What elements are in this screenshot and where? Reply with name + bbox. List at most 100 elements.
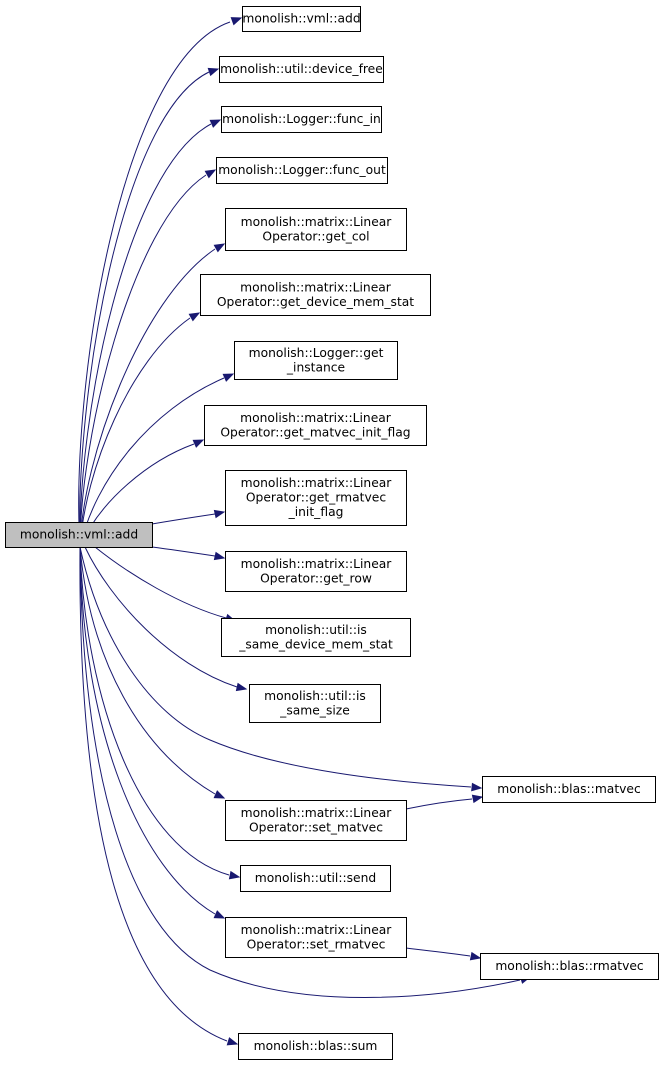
edge-arrowhead [471,782,483,792]
node-label-line: _init_flag [288,505,344,519]
edge-arrowhead [204,169,217,179]
edge-line [79,123,212,548]
node-label-line: Operator::get_col [262,229,369,243]
node-label-line: monolish::matrix::Linear [241,923,393,937]
node-sum[interactable]: monolish::blas::sum [238,1033,393,1060]
node-send[interactable]: monolish::util::send [240,865,391,892]
edge-arrowhead [209,119,222,128]
node-label-line: monolish::Logger::get [249,346,384,360]
call-edges [78,17,532,1046]
edge-line [79,174,207,548]
edge-arrowhead [207,67,220,77]
node-box [482,776,656,803]
node-func-out[interactable]: monolish::Logger::func_out [216,157,388,184]
node-box [225,800,407,841]
node-vml-add[interactable]: monolish::vml::add [242,6,361,32]
node-box [225,917,407,958]
node-label-line: _same_size [279,703,350,717]
edge-arrowhead [213,790,226,799]
node-box [242,6,361,32]
node-label-line: monolish::util::is [264,689,366,703]
edge-arrowhead [222,373,235,382]
edge-line [79,546,521,998]
edge-root-to-is_sdms [94,546,237,623]
node-label-line: Operator::set_matvec [249,820,383,834]
edge-line [79,546,216,915]
edge-arrowhead [228,870,241,880]
node-box [219,56,384,83]
node-func-in[interactable]: monolish::Logger::func_in [221,106,382,133]
node-get-inst[interactable]: monolish::Logger::get_instance [234,341,398,380]
node-matvec[interactable]: monolish::blas::matvec [482,776,656,803]
edge-root-to-func_out [79,169,217,548]
edge-root-to-get_col [79,243,226,548]
edge-set_mv-to-matvec [405,794,484,810]
edge-arrowhead [213,910,226,919]
node-get-dms[interactable]: monolish::matrix::LinearOperator::get_de… [200,274,431,316]
node-get-col[interactable]: monolish::matrix::LinearOperator::get_co… [225,208,407,251]
edge-line [94,546,227,619]
edge-line [79,71,210,548]
edge-arrowhead [469,951,482,961]
node-box [240,865,391,892]
node-set-mv[interactable]: monolish::matrix::LinearOperator::set_ma… [225,800,407,841]
edge-line [79,546,216,795]
edge-root-to-send [79,546,241,880]
node-label-line: monolish::util::device_free [220,62,383,76]
edge-arrowhead [226,1037,239,1046]
node-label-line: monolish::blas::sum [254,1039,378,1053]
node-label-line: Operator::get_device_mem_stat [217,295,414,309]
edge-root-to-get_inst [79,373,235,548]
edge-root-to-get_rmif [151,509,226,525]
edge-root-to-dev_free [79,67,220,548]
edge-set_rmv-to-rmatvec [405,947,482,961]
node-dev-free[interactable]: monolish::util::device_free [219,56,384,83]
edge-line [405,798,473,810]
node-box [204,405,427,446]
node-get-row[interactable]: monolish::matrix::LinearOperator::get_ro… [225,551,407,592]
edge-root-to-set_rmv [79,546,226,919]
node-label-line: monolish::matrix::Linear [241,806,393,820]
node-label-line: Operator::get_rmatvec [246,491,386,505]
node-set-rmv[interactable]: monolish::matrix::LinearOperator::set_rm… [225,917,407,958]
edge-line [79,546,230,876]
edge-root-to-func_in [79,119,222,548]
node-box [480,953,659,980]
call-nodes: monolish::vml::addmonolish::vml::addmono… [5,6,659,1060]
node-box [221,106,382,133]
node-label-line: monolish::util::send [255,871,376,885]
node-label-line: monolish::matrix::Linear [240,411,392,425]
edge-line [79,317,191,548]
edge-root-to-set_mv [79,546,226,799]
node-label-line: Operator::get_matvec_init_flag [220,425,410,439]
node-label-line: monolish::matrix::Linear [241,476,393,490]
edge-arrowhead [213,243,226,253]
edge-arrowhead [235,682,248,692]
edge-arrowhead [471,794,484,804]
edge-line [151,546,216,557]
node-box [5,522,153,548]
edge-root-to-is_ss [84,546,248,692]
edge-arrowhead [213,551,226,561]
edge-arrowhead [188,312,201,322]
edge-line [78,21,231,548]
root-node[interactable]: monolish::vml::add [5,522,153,548]
edge-arrowhead [192,439,205,448]
edge-line [151,513,216,525]
node-box [221,618,411,657]
node-rmatvec[interactable]: monolish::blas::rmatvec [480,953,659,980]
edge-line [79,546,228,1042]
node-label-line: monolish::Logger::func_out [218,163,386,177]
edge-line [79,377,225,548]
node-label-line: monolish::blas::matvec [497,782,641,796]
node-is-ss[interactable]: monolish::util::is_same_size [249,684,381,723]
node-get-rmif[interactable]: monolish::matrix::LinearOperator::get_rm… [225,470,407,526]
node-label-line: Operator::set_rmatvec [247,937,386,951]
node-label-line: monolish::util::is [265,623,367,637]
node-is-sdms[interactable]: monolish::util::is_same_device_mem_stat [221,618,411,657]
node-label-line: Operator::get_row [260,571,372,585]
node-box [200,274,431,316]
edge-line [84,546,238,688]
node-get-mif[interactable]: monolish::matrix::LinearOperator::get_ma… [204,405,427,446]
